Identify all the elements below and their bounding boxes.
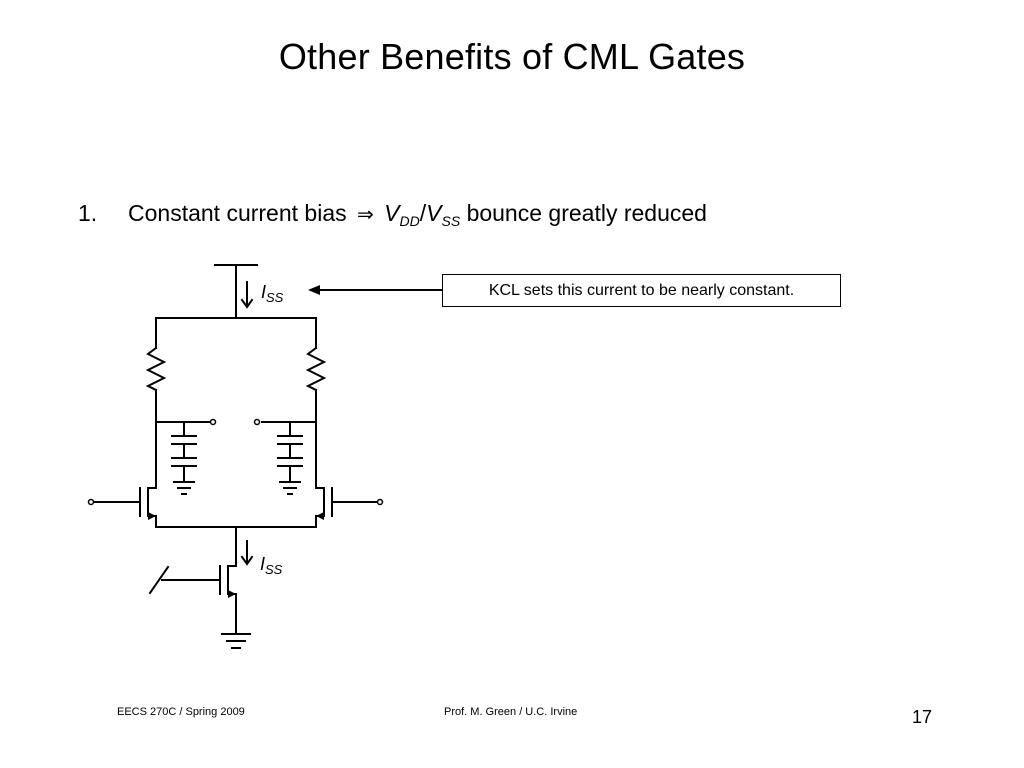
- ground-right-icon: [279, 481, 301, 495]
- slide-title: Other Benefits of CML Gates: [278, 36, 746, 77]
- slash: /: [419, 200, 427, 226]
- kcl-callout-text: KCL sets this current to be nearly const…: [488, 281, 795, 299]
- implies-arrow-icon: ⇒: [357, 202, 374, 226]
- footer-author: Prof. M. Green / U.C. Irvine: [444, 706, 578, 718]
- vss-symbol: VSS: [426, 200, 461, 229]
- kcl-callout-box: KCL sets this current to be nearly const…: [442, 274, 841, 307]
- current-arrow-top-icon: [240, 281, 254, 309]
- capacitor-right-icon: [277, 435, 303, 483]
- capacitor-left-icon: [171, 435, 197, 483]
- bullet-text-before: Constant current bias: [128, 200, 347, 226]
- footer-course: EECS 270C / Spring 2009: [117, 706, 245, 718]
- tail-transistor-icon: [148, 565, 237, 633]
- vdd-rail: [155, 264, 317, 319]
- iss-label-bottom: ISS: [260, 554, 283, 577]
- transistor-left-icon: [87, 487, 157, 528]
- output-node-left: [155, 418, 217, 437]
- output-node-right: [253, 418, 317, 437]
- page-number: 17: [912, 707, 933, 727]
- iss-label-top: ISS: [261, 282, 284, 305]
- bullet-item-1: 1. Constant current bias ⇒ VDD/VSS bounce…: [78, 200, 707, 229]
- resistor-left-icon: [145, 317, 167, 489]
- vdd-symbol: VDD: [384, 200, 420, 229]
- transistor-right-icon: [315, 487, 384, 528]
- current-arrow-bottom-icon: [240, 540, 254, 566]
- bullet-text-after: bounce greatly reduced: [466, 200, 707, 226]
- resistor-right-icon: [305, 317, 327, 489]
- ground-bottom-icon: [221, 633, 251, 649]
- tail-node: [155, 526, 317, 567]
- callout-pointer-arrow-icon: [308, 285, 443, 295]
- bullet-number: 1.: [78, 200, 98, 226]
- ground-left-icon: [173, 481, 195, 495]
